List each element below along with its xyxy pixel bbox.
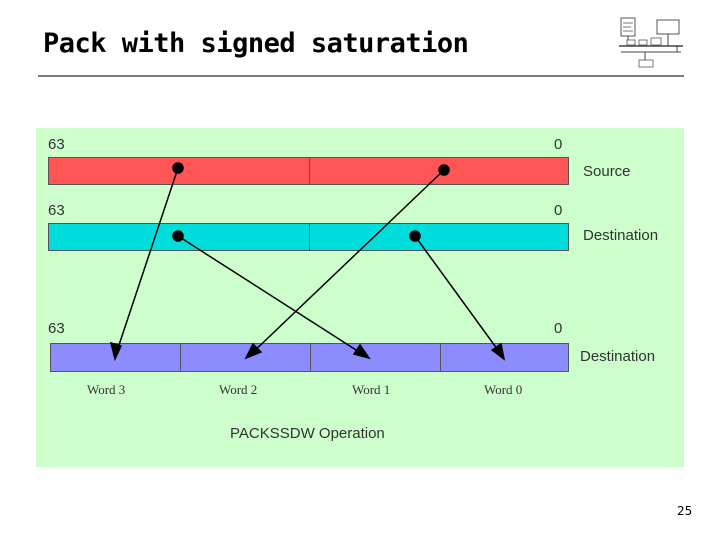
- result-register: [50, 343, 569, 372]
- arrow-destination-low-to-word0: [414, 235, 504, 358]
- slide-title: Pack with signed saturation: [43, 28, 469, 59]
- packssdw-diagram: 63 0 Source 63 0 Destination 63 0 Destin…: [36, 128, 684, 467]
- block-diagram-logo-icon: [619, 17, 683, 68]
- diagram-caption: PACKSSDW Operation: [230, 425, 385, 442]
- arrow-origin-dot: [172, 162, 184, 174]
- source-high-dword: [49, 158, 310, 184]
- source-register-label: Source: [583, 163, 631, 180]
- arrow-origin-dot: [172, 230, 184, 242]
- arrow-source-high-to-word3: [114, 167, 179, 358]
- arrowhead: [244, 342, 263, 360]
- result-hi-bit-label: 63: [48, 320, 65, 337]
- word-1-label: Word 1: [352, 382, 391, 397]
- mapping-arrows: [109, 162, 506, 362]
- destination-register: [48, 223, 569, 251]
- word-2-label: Word 2: [219, 382, 258, 397]
- title-divider: [38, 75, 684, 77]
- destination-hi-bit-label: 63: [48, 202, 65, 219]
- arrow-destination-high-to-word1: [177, 235, 368, 358]
- word-3-label: Word 3: [87, 382, 126, 397]
- arrow-origin-dot: [409, 230, 421, 242]
- result-lo-bit-label: 0: [554, 320, 563, 337]
- arrow-source-low-to-word2: [247, 169, 445, 358]
- result-register-label: Destination: [580, 348, 656, 365]
- arrowhead: [490, 342, 506, 361]
- result-word-1-cell: [310, 344, 441, 371]
- arrowhead: [109, 341, 123, 362]
- word-0-label: Word 0: [484, 382, 523, 397]
- arrow-origin-dot: [438, 164, 450, 176]
- result-word-3-cell: [51, 344, 181, 371]
- destination-high-dword: [49, 224, 310, 250]
- destination-register-label: Destination: [583, 227, 659, 244]
- slide-number: 25: [677, 504, 693, 518]
- source-register: [48, 157, 569, 185]
- source-hi-bit-label: 63: [48, 136, 65, 153]
- source-lo-bit-label: 0: [554, 136, 563, 153]
- destination-lo-bit-label: 0: [554, 202, 563, 219]
- arrowhead: [352, 343, 371, 360]
- result-word-2-cell: [180, 344, 311, 371]
